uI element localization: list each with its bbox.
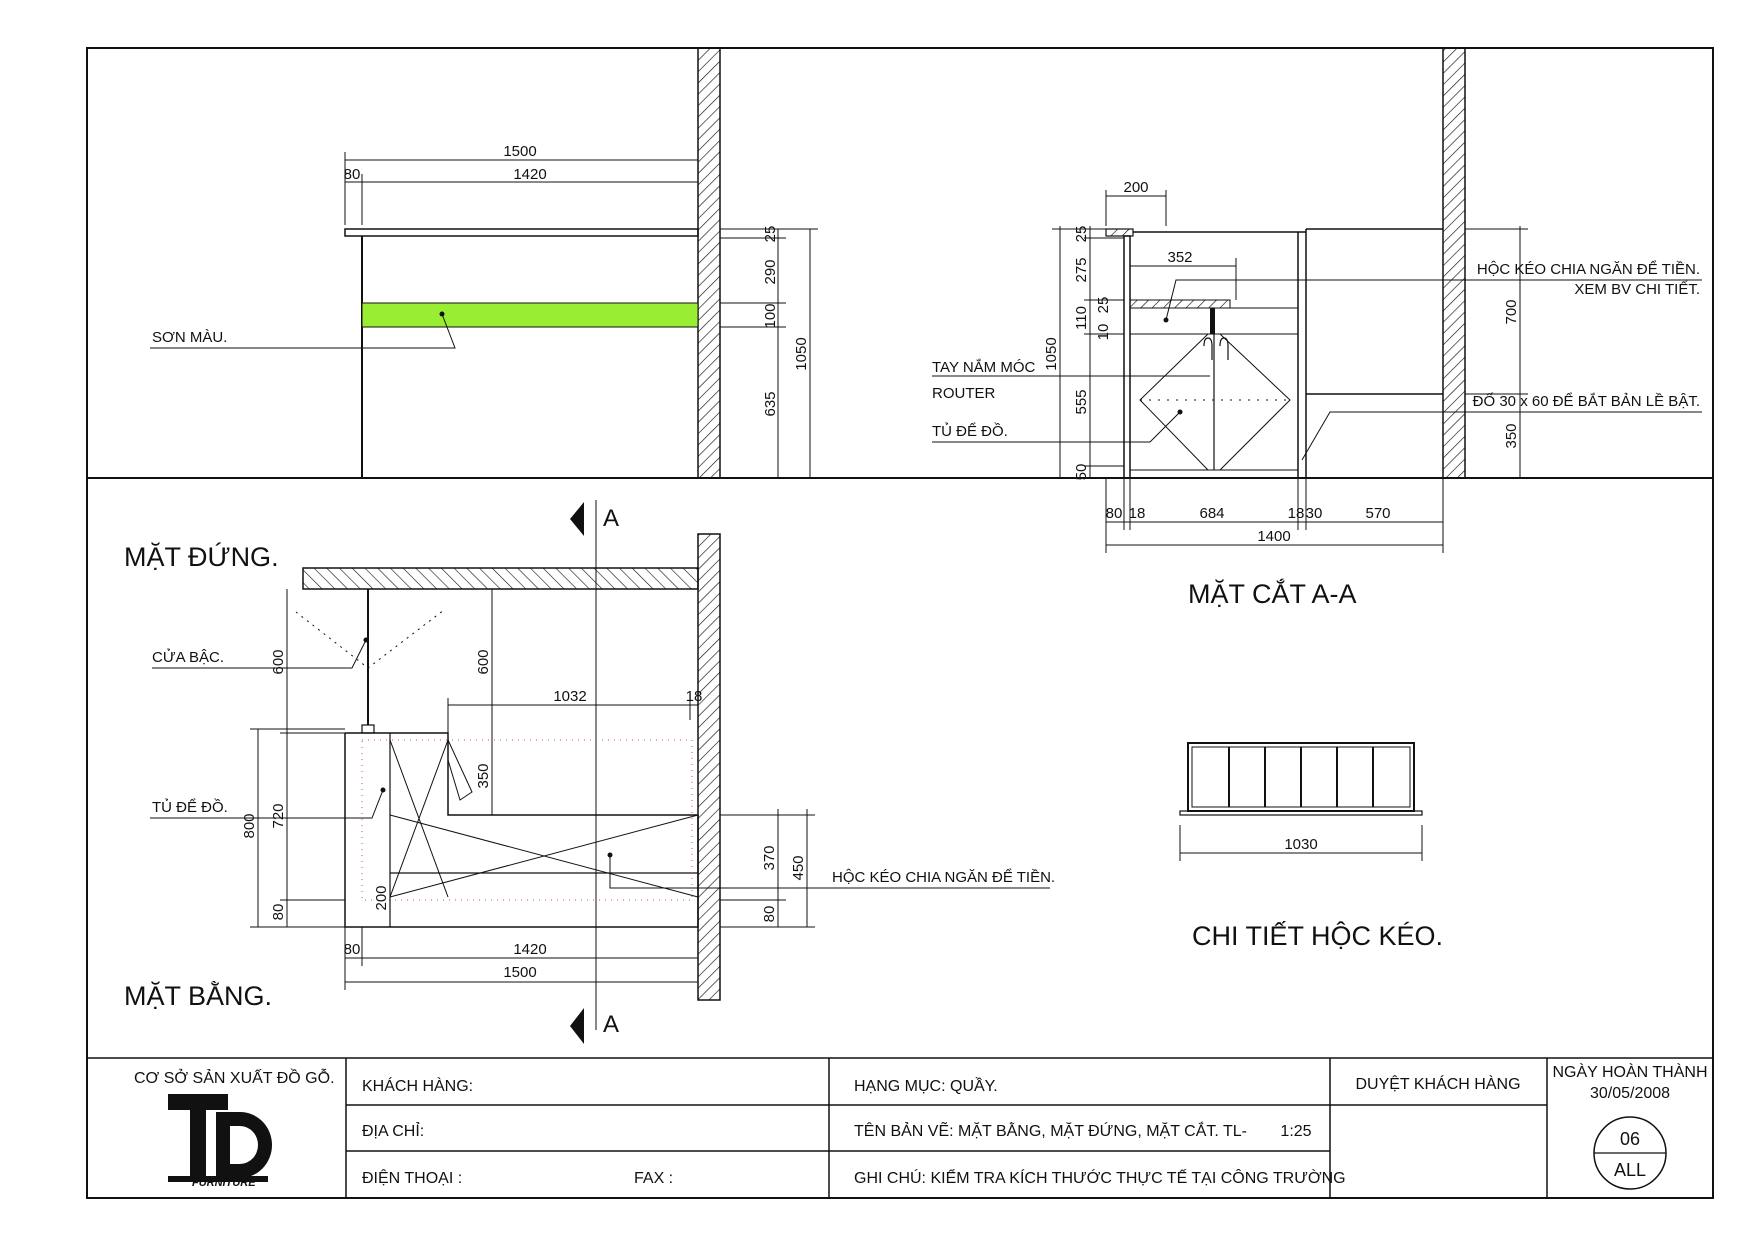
label-section-drawer-2: XEM BV CHI TIẾT.: [1574, 281, 1700, 298]
drawer-dim-1030: 1030: [1284, 836, 1317, 853]
sec-dim-25a: 25: [1073, 226, 1090, 243]
sec-dim-275: 275: [1073, 257, 1090, 282]
sheet-set: ALL: [1614, 1160, 1646, 1180]
dim-290: 290: [762, 259, 779, 284]
plan-beam-hatch: [302, 567, 699, 590]
sec-dim-555: 555: [1073, 389, 1090, 414]
dim-25: 25: [762, 226, 779, 243]
sec-dim-18b: 18: [1288, 505, 1305, 522]
cabinet-leader: [150, 789, 384, 819]
sec-dim-570: 570: [1365, 505, 1390, 522]
section-wall-hatch: [1442, 47, 1466, 479]
section-mark-top: A: [603, 505, 619, 532]
dim-80-bottom: 80: [344, 941, 361, 958]
handle-icon: [1203, 337, 1213, 360]
plan-view: MẶT ĐỨNG. MẶT BẰNG. A A CỬA BẬC.: [124, 500, 1055, 1044]
company-name: CƠ SỞ SẢN XUẤT ĐỒ GỖ.: [134, 1068, 335, 1087]
batten-leader: [1301, 411, 1702, 461]
sec-dim-80: 80: [1106, 505, 1123, 522]
section-cabinet-leader: [932, 411, 1181, 443]
sheet-number: 06: [1620, 1129, 1640, 1149]
fax-label: FAX :: [634, 1170, 673, 1187]
drawing-name: TÊN BẢN VẼ: MẶT BẰNG, MẶT ĐỨNG, MẶT CẮT.…: [854, 1120, 1247, 1140]
label-door: CỬA BẬC.: [152, 648, 224, 666]
sec-dim-350: 350: [1503, 423, 1520, 448]
sec-dim-684: 684: [1199, 505, 1224, 522]
dim-720: 720: [270, 803, 287, 828]
sec-dim-352: 352: [1167, 249, 1192, 266]
dim-800: 800: [241, 813, 258, 838]
sec-dim-10: 10: [1095, 324, 1112, 341]
title-block: CƠ SỞ SẢN XUẤT ĐỒ GỖ. FURNITURE KHÁCH HÀ…: [87, 1057, 1713, 1198]
drawer-detail-title: CHI TIẾT HỘC KÉO.: [1192, 920, 1443, 951]
logo-text: FURNITURE: [192, 1177, 256, 1189]
paint-band: [361, 302, 699, 328]
dim-370: 370: [761, 845, 778, 870]
sec-dim-25b: 25: [1095, 297, 1112, 314]
sec-dim-200: 200: [1123, 179, 1148, 196]
label-drawer: HỘC KÉO CHIA NGĂN ĐỂ TIỀN.: [832, 868, 1055, 886]
section-view: TAY NẮM MÓC ROUTER TỦ ĐỂ ĐỒ. HỘC KÉO CHI…: [932, 47, 1702, 609]
section-mark-bottom: A: [603, 1011, 619, 1038]
dim-80-right: 80: [761, 906, 778, 923]
drawer-detail-view: 1030 CHI TIẾT HỘC KÉO.: [1179, 742, 1443, 951]
label-section-drawer-1: HỘC KÉO CHIA NGĂN ĐỂ TIỀN.: [1477, 260, 1700, 278]
dim-80-top: 80: [344, 166, 361, 183]
section-arrow-top: [570, 502, 584, 536]
note-text: GHI CHÚ: KIỂM TRA KÍCH THƯỚC THỰC TẾ TẠI…: [854, 1168, 1346, 1187]
drawer-leader: [609, 855, 1050, 889]
counter-top: [344, 228, 699, 237]
sec-dim-30: 30: [1306, 505, 1323, 522]
plan-wall-hatch: [697, 533, 721, 1001]
label-section-cabinet: TỦ ĐỂ ĐỒ.: [932, 422, 1008, 440]
dim-450: 450: [790, 855, 807, 880]
sheet-border: [86, 47, 1714, 1199]
dim-200: 200: [373, 885, 390, 910]
completion-date: 30/05/2008: [1590, 1085, 1670, 1102]
label-handle-1: TAY NẮM MÓC: [932, 358, 1036, 376]
dim-1500-bottom: 1500: [503, 964, 536, 981]
address-label: ĐỊA CHỈ:: [362, 1121, 424, 1140]
plan-title: MẶT BẰNG.: [124, 980, 272, 1011]
sec-dim-700: 700: [1503, 299, 1520, 324]
dim-635: 635: [762, 391, 779, 416]
dim-600-inner: 600: [475, 649, 492, 674]
completion-label: NGÀY HOÀN THÀNH: [1553, 1062, 1708, 1081]
sec-dim-50: 50: [1073, 464, 1090, 481]
dim-1420-bottom: 1420: [513, 941, 546, 958]
drawer-section-leader: [1165, 279, 1702, 321]
dim-350-inner: 350: [475, 763, 492, 788]
sec-dim-1400: 1400: [1257, 528, 1290, 545]
sec-dim-18a: 18: [1129, 505, 1146, 522]
dim-80-left: 80: [270, 904, 287, 921]
label-paint: SƠN MÀU.: [152, 329, 227, 346]
wall-hatch: [697, 47, 721, 479]
label-handle-2: ROUTER: [932, 385, 996, 402]
label-cabinet: TỦ ĐỂ ĐỒ.: [152, 798, 228, 816]
client-label: KHÁCH HÀNG:: [362, 1076, 473, 1095]
dim-1032: 1032: [553, 688, 586, 705]
company-logo: FURNITURE: [168, 1094, 272, 1189]
item-label: HẠNG MỤC: QUẦY.: [854, 1076, 998, 1095]
scale-value: 1:25: [1280, 1123, 1311, 1140]
label-batten: ĐỐ 30 x 60 ĐỂ BẮT BẢN LỀ BẬT.: [1473, 392, 1700, 410]
dim-18: 18: [686, 688, 703, 705]
approval-label: DUYỆT KHÁCH HÀNG: [1355, 1074, 1520, 1093]
paint-leader: [150, 313, 456, 349]
sec-dim-110: 110: [1073, 306, 1090, 330]
door-leader: [152, 639, 367, 669]
dim-100: 100: [762, 303, 779, 328]
sec-dim-1050: 1050: [1043, 337, 1060, 370]
elevation-title: MẶT ĐỨNG.: [124, 541, 279, 572]
dim-1050: 1050: [793, 337, 810, 370]
section-title: MẶT CẮT A-A: [1188, 578, 1357, 609]
dim-600-left: 600: [270, 649, 287, 674]
elevation-view: SƠN MÀU. 1500 80 1420 25 290 100 635 105…: [150, 47, 818, 479]
phone-label: ĐIỆN THOẠI :: [362, 1168, 462, 1187]
dim-1420-top: 1420: [513, 166, 546, 183]
section-arrow-bottom: [570, 1008, 584, 1044]
dim-1500-top: 1500: [503, 143, 536, 160]
